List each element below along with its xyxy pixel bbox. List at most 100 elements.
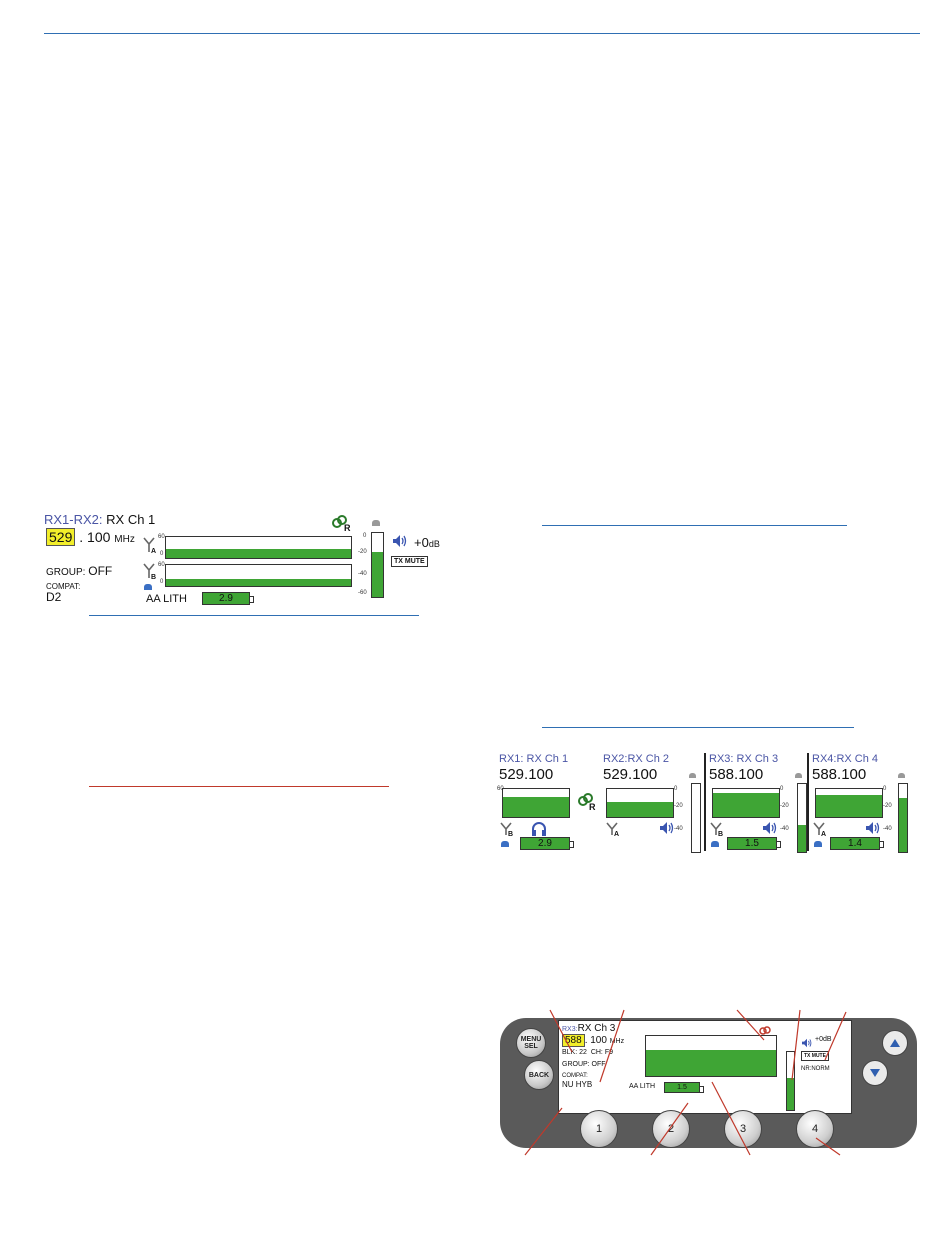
frequency-unit: MHz	[609, 1038, 625, 1045]
battery-value: 1.5	[677, 1084, 687, 1091]
button-1[interactable]: 1	[580, 1110, 618, 1148]
receiver-title: RX2:RX Ch 2	[603, 753, 670, 765]
receiver-frequency: 529.100	[603, 766, 658, 783]
cell-divider	[704, 753, 706, 851]
lock-small-icon	[372, 520, 380, 526]
antenna-letter: B	[718, 831, 723, 837]
antenna-letter: A	[821, 831, 826, 837]
back-label: BACK	[528, 1071, 550, 1079]
link-icon: R	[331, 514, 353, 533]
group-value: OFF	[88, 564, 113, 578]
gain-unit: dB	[428, 539, 440, 549]
battery-label: AA LITH	[629, 1083, 656, 1090]
battery-value: 2.9	[538, 838, 552, 849]
receiver-cell-4[interactable]: RX4:RX Ch 4 588.100 0 -20 -40 A 1.4	[810, 753, 913, 853]
down-arrow-button[interactable]	[862, 1060, 888, 1086]
back-button[interactable]: BACK	[524, 1060, 554, 1090]
antenna-icon: B	[709, 821, 723, 838]
link-icon	[759, 1023, 771, 1035]
antenna-letter: A	[614, 831, 619, 837]
frequency-main[interactable]: 529	[46, 528, 76, 546]
group-label: GROUP:	[46, 567, 86, 578]
receiver-cell-2[interactable]: RX2:RX Ch 2 529.100 0 -20 -40 A	[601, 753, 704, 853]
button-1-label: 1	[595, 1123, 603, 1135]
receiver-frequency: 588.100	[812, 766, 867, 783]
rf-tick-mid: -20	[780, 803, 789, 809]
tx-mute-badge[interactable]: TX MUTE	[801, 1051, 829, 1061]
rf-meter-a-tick-bottom: 0	[160, 551, 164, 557]
antenna-b-icon: B	[142, 562, 156, 581]
button-4-label: 4	[811, 1123, 819, 1135]
button-4[interactable]: 4	[796, 1110, 834, 1148]
gain-unit: dB	[822, 1036, 832, 1043]
audio-tick-20: -20	[358, 549, 367, 555]
lock-icon	[144, 584, 152, 590]
tx-mute-badge[interactable]: TX MUTE	[391, 556, 428, 567]
speaker-icon	[762, 821, 778, 835]
rf-tick-top: 0	[780, 786, 784, 792]
lock-icon	[501, 841, 509, 847]
receiver-frequency: 588.100	[709, 766, 764, 783]
group-value: GROUP: OFF	[562, 1061, 606, 1068]
svg-text:R: R	[589, 802, 596, 811]
group-row: GROUP: OFF	[46, 564, 112, 578]
receiver-title: RX3: RX Ch 3	[709, 753, 779, 765]
channel-prefix: RX1-RX2:	[44, 512, 103, 527]
rf-tick-top: 0	[883, 786, 887, 792]
frequency-decimal: . 100	[584, 1035, 607, 1046]
antenna-b-letter: B	[151, 574, 156, 580]
cell-divider	[807, 753, 809, 851]
lock-icon	[814, 841, 822, 847]
rf-meter-b	[165, 564, 352, 587]
rf-meter	[815, 788, 883, 818]
gain-readout: +0dB	[815, 1036, 832, 1043]
audio-meter	[797, 783, 807, 853]
callout-line	[599, 1009, 625, 1083]
speaker-icon	[801, 1035, 813, 1048]
lock-icon	[711, 841, 719, 847]
rf-meter	[645, 1035, 777, 1077]
link-letter: R	[344, 523, 351, 532]
up-arrow-icon	[890, 1039, 900, 1047]
lock-small-icon	[898, 773, 905, 778]
link-icon: R	[577, 791, 597, 812]
button-3-label: 3	[739, 1123, 747, 1135]
block-value: BLK: 22	[562, 1049, 587, 1056]
lock-small-icon	[689, 773, 696, 778]
caption-rule-1	[89, 615, 419, 616]
audio-tick-0: 0	[363, 533, 367, 539]
receiver-front-panel: MENU SEL BACK RX3:RX Ch 3 588. 100 MHz B…	[500, 1018, 917, 1148]
compat-value: D2	[46, 590, 62, 604]
receiver-frequency: 529.100	[499, 766, 554, 783]
compat-value: NU HYB	[562, 1080, 593, 1089]
audio-meter	[371, 532, 384, 598]
caption-rule-3	[542, 525, 847, 526]
channel-prefix: RX3:	[562, 1026, 578, 1033]
compat-label: COMPAT:	[562, 1073, 588, 1079]
rf-meter	[606, 788, 674, 818]
callout-line	[791, 1009, 801, 1081]
audio-meter	[898, 783, 908, 853]
channel-name: RX Ch 3	[577, 1023, 616, 1034]
frequency-readout: 529 . 100 MHz	[46, 528, 135, 546]
gain-value: +0	[815, 1036, 823, 1043]
rf-tick-low: -40	[674, 826, 683, 832]
top-rule	[44, 33, 920, 34]
channel-title: RX1-RX2: RX Ch 1	[44, 512, 155, 527]
menu-sel-label: MENU SEL	[520, 1036, 542, 1050]
rf-meter-b-tick-bottom: 0	[160, 579, 164, 585]
menu-sel-button[interactable]: MENU SEL	[516, 1028, 546, 1058]
up-arrow-button[interactable]	[882, 1030, 908, 1056]
speaker-icon	[659, 821, 675, 835]
antenna-a-icon: A	[142, 536, 156, 555]
receiver-cell-1[interactable]: RX1: RX Ch 1 529.100 60 B 2.9 R	[497, 753, 600, 851]
lock-small-icon	[795, 773, 802, 778]
antenna-icon: A	[812, 821, 826, 838]
down-arrow-icon	[870, 1069, 880, 1077]
rf-tick-mid: -20	[674, 803, 683, 809]
battery-gauge: 2.9	[520, 837, 574, 850]
button-2[interactable]: 2	[652, 1110, 690, 1148]
battery-value: 1.4	[848, 838, 862, 849]
receiver-cell-3[interactable]: RX3: RX Ch 3 588.100 0 -20 -40 B 1.5	[707, 753, 810, 853]
